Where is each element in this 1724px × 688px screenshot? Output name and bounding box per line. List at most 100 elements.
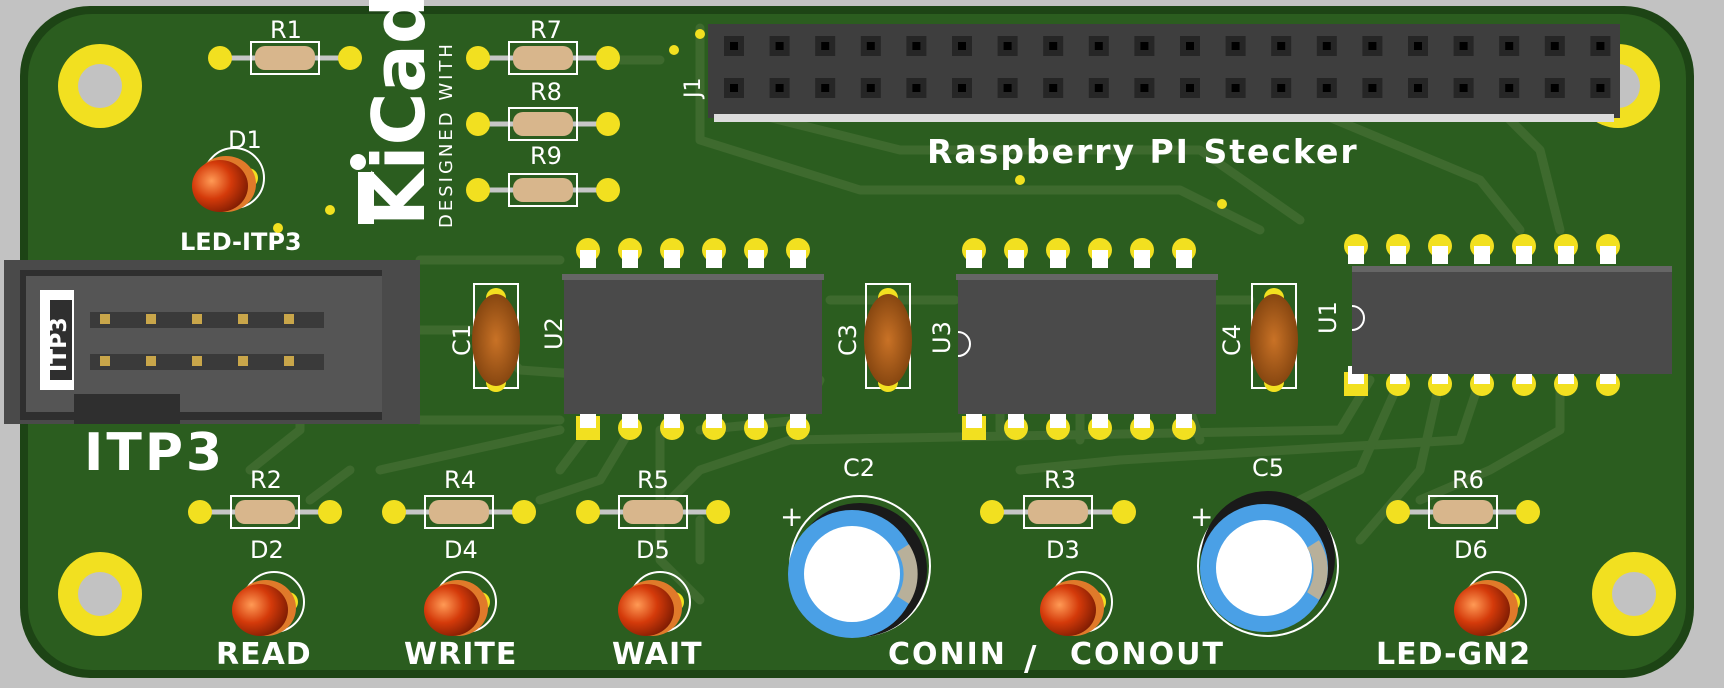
ic-leg xyxy=(1092,410,1108,428)
resistor-body xyxy=(255,46,315,70)
electrolytic-c5: + C5 xyxy=(1190,454,1339,637)
resistor-r2: R2 xyxy=(250,466,282,494)
board-title: Raspberry PI Stecker xyxy=(927,132,1359,171)
conin-label: CONIN xyxy=(888,637,1007,672)
resistor-pad xyxy=(596,46,620,70)
ic-u2: U2 xyxy=(540,238,824,440)
resistor-body xyxy=(513,178,573,202)
kicad-designed-with: DESIGNED WITH xyxy=(436,41,457,228)
r9-ref: R9 xyxy=(530,142,562,170)
ic-leg xyxy=(1516,246,1532,264)
j1-pin-hole xyxy=(775,84,784,92)
ic-leg xyxy=(706,410,722,428)
ceramic-cap-body xyxy=(864,294,912,386)
itp3-small-label: ITP3 xyxy=(47,317,72,372)
ic-leg xyxy=(1008,250,1024,268)
resistor-body xyxy=(1433,500,1493,524)
resistors: R1 R7 R8 R9 R2 R4 R5 R3 R6 xyxy=(188,16,1540,529)
j1-pin-hole xyxy=(1550,42,1559,50)
j1-pin-hole xyxy=(958,42,966,50)
resistor-r9: R9 xyxy=(530,142,562,170)
r6-ref: R6 xyxy=(1452,466,1484,494)
ic-leg xyxy=(748,250,764,268)
resistor-body xyxy=(1028,500,1088,524)
resistor-outline xyxy=(508,107,578,141)
ic-leg xyxy=(706,250,722,268)
led-body xyxy=(1454,584,1510,636)
led-body xyxy=(192,160,248,212)
led-body xyxy=(232,584,288,636)
kicad-logo: KiCad DESIGNED WITH xyxy=(350,0,457,228)
resistor-outline xyxy=(424,495,494,529)
resistor-pad xyxy=(466,46,490,70)
j1-pin-hole xyxy=(912,42,921,50)
d4-ref: D4 xyxy=(444,536,478,564)
led-body xyxy=(1040,584,1096,636)
j1-pin-hole xyxy=(1368,42,1377,50)
resistor-pad xyxy=(466,178,490,202)
resistor-body xyxy=(623,500,683,524)
j1-pin-hole xyxy=(912,84,921,92)
leds: D1 LED-ITP3 D2 READ D4 WRITE D5 WAIT D3 … xyxy=(180,126,1531,672)
itp3-pin xyxy=(238,356,248,366)
resistor-outline xyxy=(508,173,578,207)
itp3-pin xyxy=(146,356,156,366)
j1-pin-hole xyxy=(1277,84,1286,92)
j1-pin-hole xyxy=(1368,84,1377,92)
ic-leg xyxy=(1050,410,1066,428)
ic-u1: U1 xyxy=(1314,234,1672,396)
ic-leg xyxy=(966,410,982,428)
r2-ref: R2 xyxy=(250,466,282,494)
resistor-r8: R8 xyxy=(530,78,562,106)
d5-label: WAIT xyxy=(612,637,703,672)
d6-label: LED-GN2 xyxy=(1376,637,1531,672)
j1-pin-hole xyxy=(1596,84,1605,92)
resistor-pad xyxy=(188,500,212,524)
ceramic-cap-body xyxy=(1250,294,1298,386)
resistor-body xyxy=(513,112,573,136)
j1-pin-hole xyxy=(1094,42,1103,50)
resistor-pad xyxy=(318,500,342,524)
resistor-pad xyxy=(466,112,490,136)
led-body xyxy=(618,584,674,636)
r7-ref: R7 xyxy=(530,16,562,44)
u3-ref: U3 xyxy=(928,321,956,354)
j1-pin-hole xyxy=(1140,84,1149,92)
d5-ref: D5 xyxy=(636,536,670,564)
j1-pin-hole xyxy=(1186,42,1194,50)
itp3-pin xyxy=(284,356,294,366)
j1-pin-hole xyxy=(1003,42,1012,50)
ic-leg xyxy=(790,250,806,268)
d3-ref: D3 xyxy=(1046,536,1080,564)
j1-pin-hole xyxy=(1322,42,1331,50)
c5-polarity: + xyxy=(1190,500,1213,533)
j1-pin-hole xyxy=(1094,84,1103,92)
resistor-r1: R1 xyxy=(270,16,302,44)
resistor-r6: R6 xyxy=(1452,466,1484,494)
resistor-pad xyxy=(1516,500,1540,524)
ic-leg xyxy=(1390,246,1406,264)
resistor-pad xyxy=(980,500,1004,524)
itp3-pin xyxy=(100,356,110,366)
ic-leg xyxy=(748,410,764,428)
j1-pin-hole xyxy=(1049,84,1058,92)
j1-pin-hole xyxy=(1231,84,1240,92)
j1-pin-hole xyxy=(730,42,738,50)
c1-ref: C1 xyxy=(448,324,476,356)
ic-leg xyxy=(1600,246,1616,264)
itp3-pin xyxy=(100,314,110,324)
itp3-pins xyxy=(100,314,294,366)
d2-ref: D2 xyxy=(250,536,284,564)
resistor-outline xyxy=(508,41,578,75)
slash-label: / xyxy=(1024,639,1037,679)
ceramic-capacitors xyxy=(472,283,1298,392)
resistor-r4: R4 xyxy=(444,466,476,494)
j1-pin-hole xyxy=(1322,84,1331,92)
j1-pin-hole xyxy=(958,84,966,92)
j1-ref: J1 xyxy=(681,78,706,101)
conout-label: CONOUT xyxy=(1070,637,1225,672)
ceramic-cap-body xyxy=(472,294,520,386)
connector-j1: J1 xyxy=(681,24,1620,122)
